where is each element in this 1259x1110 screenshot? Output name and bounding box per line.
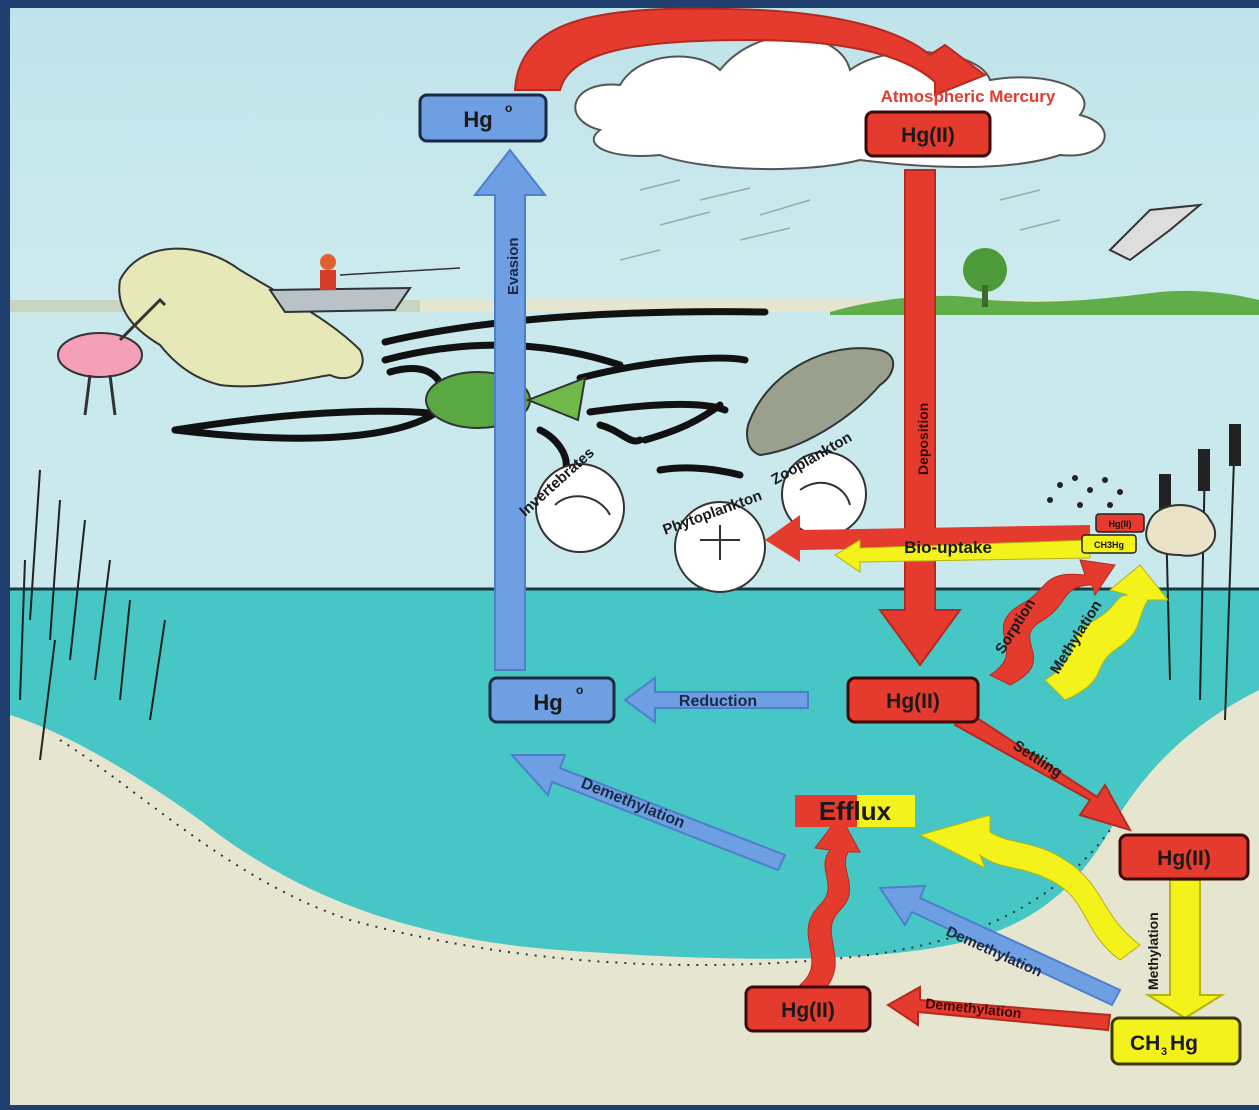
hg-elemental-atmosphere-box: Hg o xyxy=(420,95,546,141)
hg-elemental-label: Hg xyxy=(463,107,492,132)
efflux-label-box: Efflux xyxy=(795,795,915,827)
particle-hg-box: Hg(II) xyxy=(1096,514,1144,532)
hg-elemental-water-box: Hg o xyxy=(490,678,614,722)
svg-text:Hg: Hg xyxy=(533,690,562,715)
svg-text:3: 3 xyxy=(1161,1046,1167,1058)
hg-ii-sediment-bottom-box: Hg(II) xyxy=(746,987,870,1031)
svg-text:Hg: Hg xyxy=(1170,1032,1198,1055)
particle-mehg-box: CH3Hg xyxy=(1082,535,1136,553)
methylation-down-label: Methylation xyxy=(1145,912,1161,990)
svg-text:CH3Hg: CH3Hg xyxy=(1094,540,1124,550)
svg-text:Hg(II): Hg(II) xyxy=(901,124,955,147)
svg-text:Hg(II): Hg(II) xyxy=(781,999,835,1022)
svg-text:Hg(II): Hg(II) xyxy=(886,690,940,713)
svg-text:o: o xyxy=(576,683,583,697)
svg-text:CH: CH xyxy=(1130,1032,1160,1055)
evasion-label: Evasion xyxy=(505,237,522,295)
svg-text:Efflux: Efflux xyxy=(819,796,892,826)
reduction-label: Reduction xyxy=(679,693,757,710)
methylmercury-box: CH 3 Hg xyxy=(1112,1018,1240,1064)
atmospheric-mercury-title: Atmospheric Mercury xyxy=(881,87,1056,106)
hg-ii-atmosphere-box: Hg(II) xyxy=(866,112,990,156)
hg-ii-sediment-right-box: Hg(II) xyxy=(1120,835,1248,879)
particle-cluster xyxy=(1146,505,1215,556)
svg-text:Hg(II): Hg(II) xyxy=(1109,519,1132,529)
svg-text:o: o xyxy=(505,101,512,115)
deposition-label: Deposition xyxy=(915,403,931,475)
hg-ii-water-box: Hg(II) xyxy=(848,678,978,722)
svg-text:Hg(II): Hg(II) xyxy=(1157,847,1211,870)
bio-uptake-label: Bio-uptake xyxy=(904,538,992,557)
